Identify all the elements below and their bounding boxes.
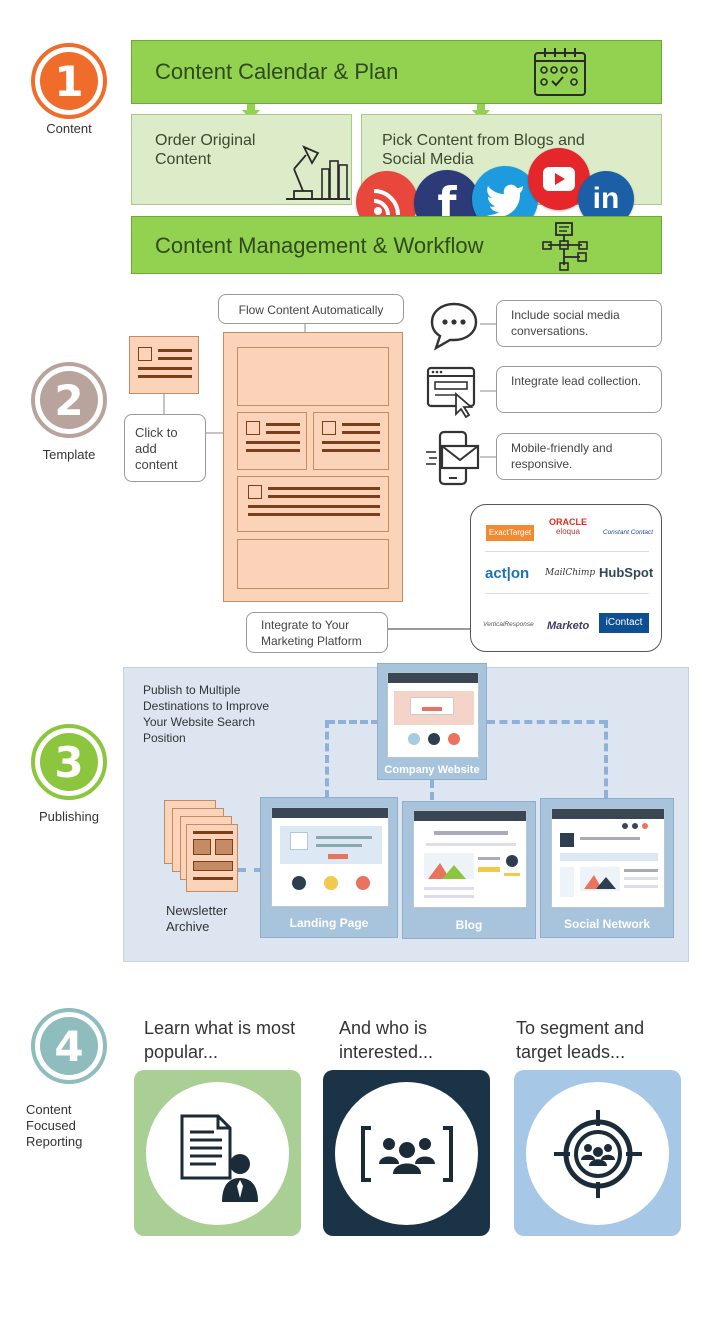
marketo-logo: Marketo <box>547 620 590 632</box>
workflow-icon <box>542 222 588 271</box>
mobile-friendly-callout: Mobile-friendly and responsive. <box>496 433 662 480</box>
integrate-connector <box>388 628 472 630</box>
arrow-stem-left <box>247 104 255 112</box>
blog-label: Blog <box>455 918 483 932</box>
publishing-intro: Publish to Multiple Destinations to Impr… <box>143 683 270 745</box>
blog-card: Blog <box>402 801 536 939</box>
template-frame <box>223 332 403 602</box>
step-2-label: Template <box>42 447 96 462</box>
arrow-stem-right <box>477 104 485 112</box>
audience-group-icon <box>361 1126 453 1182</box>
connector-lead <box>480 390 496 392</box>
constant-contact-logo: Constant Contact <box>602 529 654 536</box>
company-website-label: Company Website <box>384 764 480 776</box>
step-1-badge: 1 <box>31 43 107 119</box>
dash-company-right <box>487 720 607 724</box>
click-to-add-text: Click to add content <box>135 425 178 472</box>
company-website-card: Company Website <box>377 663 487 780</box>
icontact-logo: iContact <box>599 613 649 633</box>
template-footer-block <box>237 539 389 589</box>
connector-social <box>480 323 496 325</box>
document-person-icon <box>180 1114 258 1202</box>
pick-content-text: Pick Content from Blogs and Social Media <box>382 132 585 168</box>
landing-page-label: Landing Page <box>289 916 369 930</box>
mobile-email-icon <box>426 430 480 486</box>
chat-bubble-icon <box>430 302 478 351</box>
template-block-wide <box>237 476 389 532</box>
step-4-badge: 4 <box>31 1008 107 1084</box>
reporting-text-segment: To segment and target leads... <box>516 1018 645 1062</box>
exacttarget-logo: ExactTarget <box>486 525 534 541</box>
template-header-block <box>237 347 389 406</box>
step-3-badge: 3 <box>31 724 107 800</box>
dash-landing-up <box>325 720 329 798</box>
social-network-card: Social Network <box>540 798 674 938</box>
dash-company-left <box>327 720 379 724</box>
target-audience-icon <box>554 1110 642 1198</box>
step-3-label: Publishing <box>39 809 99 824</box>
reporting-text-popular: Learn what is most popular... <box>144 1018 296 1062</box>
reporting-card-segment <box>514 1070 681 1236</box>
content-calendar-bar: Content Calendar & Plan <box>131 40 662 104</box>
click-to-add-callout: Click to add content <box>124 414 206 482</box>
connector-mobile <box>480 456 496 458</box>
social-conversations-callout: Include social media conversations. <box>496 300 662 347</box>
dash-archive <box>238 868 262 872</box>
newsletter-archive-label: Newsletter Archive <box>166 903 228 934</box>
reporting-card-popular <box>134 1070 301 1236</box>
template-block-left <box>237 412 307 470</box>
oracle-eloqua-logo: ORACLE eloqua <box>549 517 587 536</box>
dash-social-up <box>604 720 608 798</box>
integrate-platform-callout: Integrate to Your Marketing Platform <box>246 612 388 653</box>
order-content-text: Order Original Content <box>155 132 256 168</box>
landing-page-card: Landing Page <box>260 797 398 938</box>
marketing-platform-panel: ExactTarget ORACLE eloqua Constant Conta… <box>470 504 662 652</box>
facebook-glyph: f <box>437 177 457 229</box>
reporting-card-interested <box>323 1070 490 1236</box>
mailchimp-logo: MailChimp <box>545 568 596 578</box>
step-1-label: Content <box>46 121 92 136</box>
lead-form-icon <box>426 366 476 418</box>
calendar-icon <box>534 48 586 96</box>
flow-content-callout: Flow Content Automatically <box>218 294 404 324</box>
content-block-card[interactable] <box>129 336 199 394</box>
step-3-number: 3 <box>40 733 98 791</box>
step-4-label: Content Focused Reporting <box>26 1102 83 1149</box>
order-content-box: Order Original Content <box>131 114 352 205</box>
social-network-label: Social Network <box>563 917 651 931</box>
desk-lamp-icon <box>286 145 350 200</box>
step-2-badge: 2 <box>31 362 107 438</box>
template-block-right <box>313 412 389 470</box>
linkedin-glyph: in <box>592 182 620 215</box>
step-2-number: 2 <box>40 371 98 429</box>
reporting-text-interested: And who is interested... <box>339 1018 434 1062</box>
verticalresponse-logo: VerticalResponse <box>483 621 534 628</box>
step-1-number: 1 <box>40 52 98 110</box>
hubspot-logo: HubSpot <box>599 565 654 580</box>
acton-logo: act|on <box>485 565 530 582</box>
dash-blog-up <box>430 780 434 800</box>
content-calendar-title: Content Calendar & Plan <box>155 59 399 84</box>
content-management-title: Content Management & Workflow <box>155 233 484 258</box>
newsletter-archive-stack <box>164 800 240 896</box>
step-4-number: 4 <box>40 1017 98 1075</box>
content-management-bar: Content Management & Workflow <box>131 216 662 274</box>
lead-collection-callout: Integrate lead collection. <box>496 366 662 413</box>
